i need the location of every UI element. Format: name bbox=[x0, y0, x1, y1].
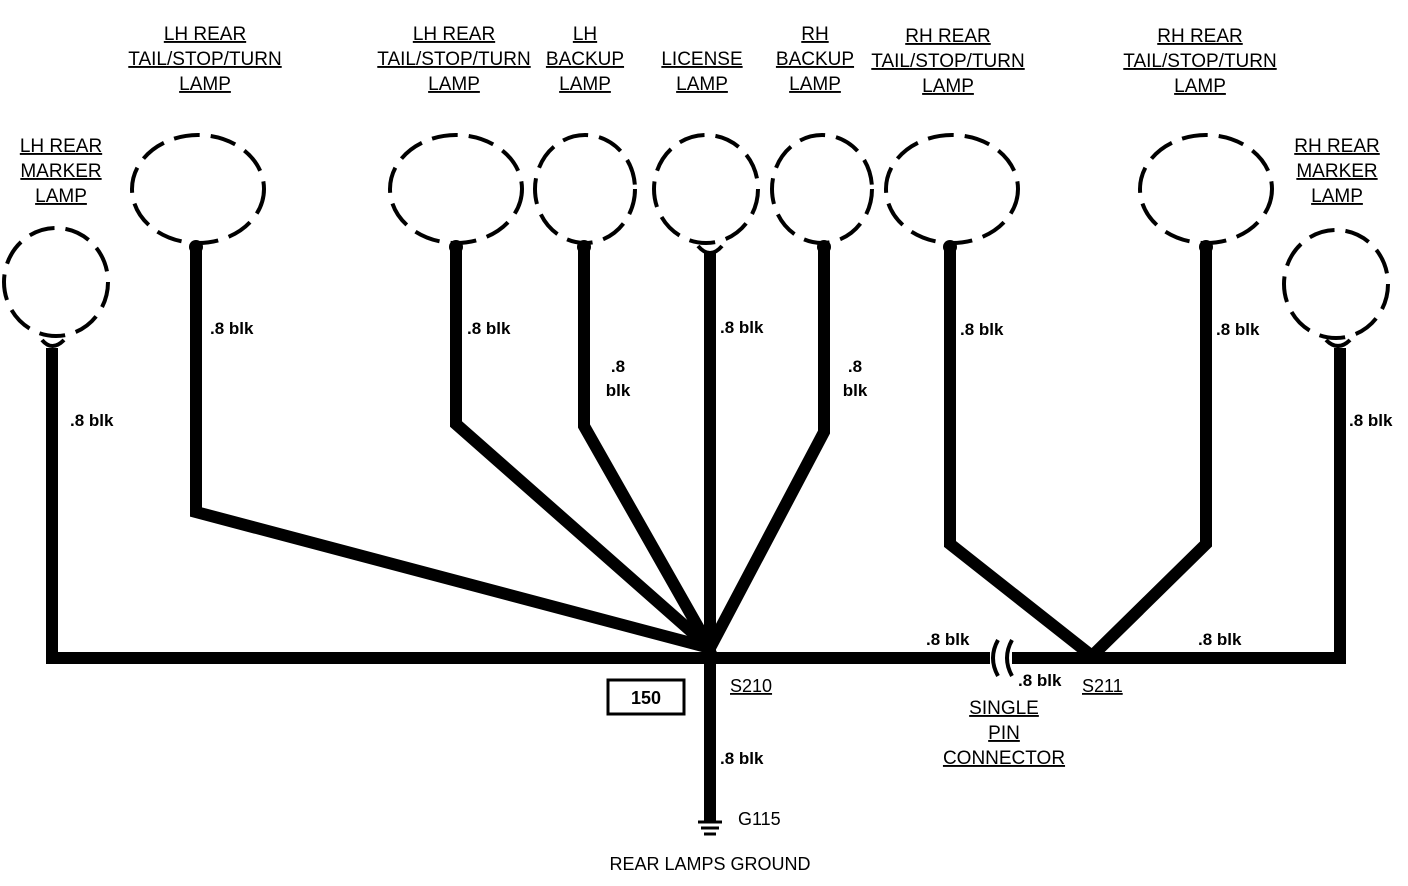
single-pin-connector-symbol bbox=[990, 639, 1014, 677]
label-lh-backup-3: LAMP bbox=[559, 74, 611, 95]
splice-s210-dot bbox=[703, 647, 717, 661]
connector-label-2: PIN bbox=[988, 723, 1020, 744]
wire-label-rh-tail-inner: .8 blk bbox=[960, 320, 1004, 339]
label-rh-tail-outer-2: TAIL/STOP/TURN bbox=[1123, 51, 1276, 72]
label-lh-marker-3: LAMP bbox=[35, 186, 87, 207]
wire-lh-tail-outer bbox=[190, 248, 712, 654]
wire-from-connector bbox=[1012, 348, 1346, 664]
wire-label-to-connector: .8 blk bbox=[926, 630, 970, 649]
rh-backup-lamp bbox=[770, 133, 874, 245]
terminal-rh-marker bbox=[1324, 338, 1352, 348]
ground-symbol bbox=[698, 820, 722, 836]
wire-lh-tail-inner bbox=[450, 248, 714, 653]
lh-marker-lamp bbox=[2, 226, 110, 338]
page-ref-box bbox=[606, 678, 686, 716]
wire-label-license: .8 blk bbox=[720, 318, 764, 337]
label-lh-tail-inner-2: TAIL/STOP/TURN bbox=[377, 49, 530, 70]
ground-id-label: G115 bbox=[738, 809, 781, 829]
wire-labels: .8 blk .8 blk .8 blk .8 blk .8 blk .8 bl… bbox=[70, 318, 1393, 768]
wire-label-lh-backup-1: .8 bbox=[611, 357, 625, 376]
wire-label-rh-backup-1: .8 bbox=[848, 357, 862, 376]
lamps bbox=[2, 133, 1390, 340]
label-rh-tail-inner-1: RH REAR bbox=[905, 26, 991, 47]
label-rh-marker-3: LAMP bbox=[1311, 186, 1363, 207]
page-ref-number: 150 bbox=[631, 688, 661, 708]
label-lh-tail-inner-1: LH REAR bbox=[413, 24, 495, 45]
splice-s211-label: S211 bbox=[1082, 676, 1123, 696]
rh-tail-outer-lamp bbox=[1138, 133, 1274, 245]
terminal-lh-tail-inner bbox=[449, 240, 463, 254]
ground-caption: REAR LAMPS GROUND bbox=[609, 854, 810, 874]
label-rh-backup-1: RH bbox=[801, 24, 828, 45]
splice-s210-label: S210 bbox=[730, 676, 772, 696]
license-lamp bbox=[652, 133, 760, 245]
connector-label-3: CONNECTOR bbox=[943, 748, 1065, 769]
terminal-lh-backup bbox=[577, 240, 591, 254]
rh-tail-inner-lamp bbox=[884, 133, 1020, 245]
wire-label-lh-marker: .8 blk bbox=[70, 411, 114, 430]
label-lh-tail-outer-1: LH REAR bbox=[164, 24, 246, 45]
terminal-lh-marker bbox=[40, 338, 66, 348]
label-rh-tail-inner-2: TAIL/STOP/TURN bbox=[871, 51, 1024, 72]
label-license-2: LAMP bbox=[676, 74, 728, 95]
label-rh-marker-2: MARKER bbox=[1296, 161, 1377, 182]
wire-lh-marker bbox=[46, 348, 710, 664]
label-lh-backup-2: BACKUP bbox=[546, 49, 624, 70]
connector-label-1: SINGLE bbox=[969, 698, 1039, 719]
wire-lh-backup bbox=[578, 248, 716, 651]
wire-label-lh-tail-outer: .8 blk bbox=[210, 319, 254, 338]
label-lh-backup-1: LH bbox=[573, 24, 597, 45]
wire-rh-tail-outer bbox=[1087, 248, 1212, 661]
label-rh-backup-2: BACKUP bbox=[776, 49, 854, 70]
wire-label-lh-tail-inner: .8 blk bbox=[467, 319, 511, 338]
label-rh-backup-3: LAMP bbox=[789, 74, 841, 95]
terminal-lh-tail-outer bbox=[189, 240, 203, 254]
terminal-rh-backup bbox=[817, 240, 831, 254]
wire-label-lh-backup-2: blk bbox=[606, 381, 631, 400]
wire-label-rh-backup-2: blk bbox=[843, 381, 868, 400]
label-lh-tail-inner-3: LAMP bbox=[428, 74, 480, 95]
label-lh-marker-1: LH REAR bbox=[20, 136, 102, 157]
label-lh-marker-2: MARKER bbox=[20, 161, 101, 182]
wires bbox=[46, 248, 1346, 822]
wire-label-ground: .8 blk bbox=[720, 749, 764, 768]
lh-tail-inner-lamp bbox=[388, 133, 524, 245]
lamp-terminals bbox=[40, 240, 1352, 348]
rh-marker-lamp bbox=[1282, 228, 1390, 340]
label-rh-tail-inner-3: LAMP bbox=[922, 76, 974, 97]
label-lh-tail-outer-2: TAIL/STOP/TURN bbox=[128, 49, 281, 70]
wire-rh-tail-inner bbox=[944, 248, 1096, 661]
label-rh-tail-outer-3: LAMP bbox=[1174, 76, 1226, 97]
terminal-rh-tail-outer bbox=[1199, 240, 1213, 254]
wire-label-rh-tail-outer: .8 blk bbox=[1216, 320, 1260, 339]
label-rh-marker-1: RH REAR bbox=[1294, 136, 1380, 157]
terminal-license bbox=[696, 244, 724, 255]
lh-tail-outer-lamp bbox=[130, 133, 266, 245]
wire-label-s211-rh-marker: .8 blk bbox=[1198, 630, 1242, 649]
wire-label-rh-marker: .8 blk bbox=[1349, 411, 1393, 430]
label-rh-tail-outer-1: RH REAR bbox=[1157, 26, 1243, 47]
lamp-labels: LH REAR MARKER LAMP LH REAR TAIL/STOP/TU… bbox=[20, 24, 1380, 207]
lh-backup-lamp bbox=[533, 133, 637, 245]
wire-rh-backup bbox=[704, 248, 830, 651]
label-lh-tail-outer-3: LAMP bbox=[179, 74, 231, 95]
terminal-rh-tail-inner bbox=[943, 240, 957, 254]
splice-s211-dot bbox=[1086, 650, 1098, 662]
wire-label-from-connector: .8 blk bbox=[1018, 671, 1062, 690]
label-license-1: LICENSE bbox=[661, 49, 742, 70]
